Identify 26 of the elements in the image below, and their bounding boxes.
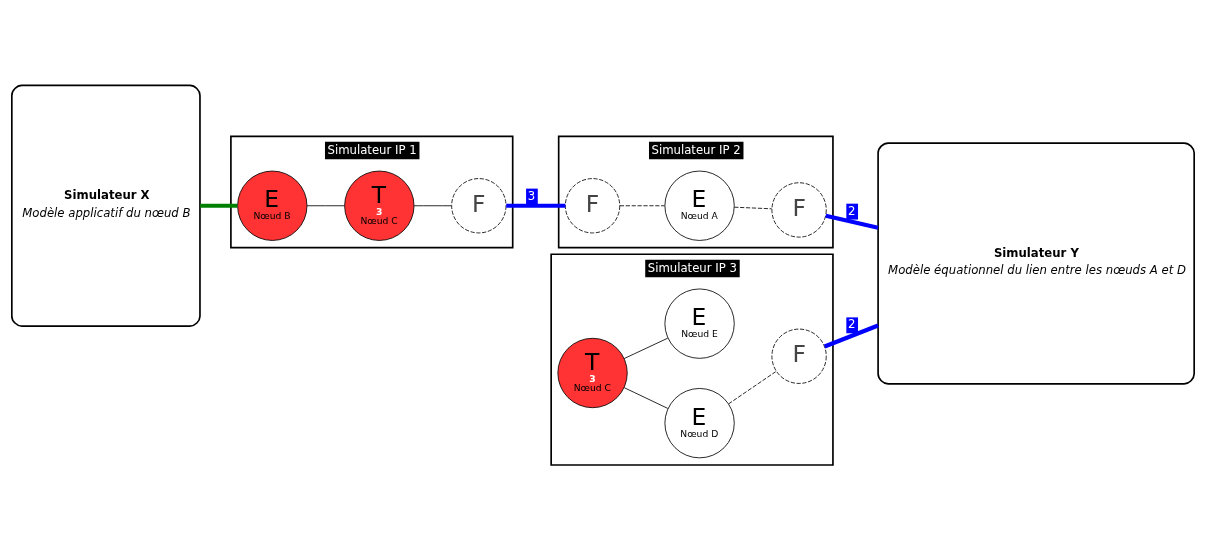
- connector: [623, 337, 669, 359]
- connector: [506, 203, 566, 208]
- node-circle: E Nœud B: [237, 170, 308, 241]
- node-circle: F: [771, 181, 827, 238]
- node-circle: E Nœud A: [664, 170, 735, 241]
- connector: [413, 204, 452, 206]
- edge-label: 3: [527, 188, 536, 203]
- node-circle: E Nœud D: [664, 387, 735, 458]
- node-box: Simulateur Y Modèle équationnel du lien entre les nœuds A et D: [877, 141, 1195, 385]
- connector: [200, 203, 238, 208]
- edge-label: 2: [848, 316, 856, 331]
- node-circle: E Nœud E: [664, 288, 735, 359]
- node-circle: T 3 Nœud C: [557, 337, 628, 408]
- node-circle: F: [771, 328, 827, 384]
- node-circle: F: [451, 177, 507, 233]
- connector: [306, 204, 345, 206]
- node-circle: F: [564, 177, 621, 233]
- node-circle: T 3 Nœud C: [344, 170, 415, 241]
- connector: [619, 204, 665, 206]
- connector: [623, 386, 669, 409]
- connector: [728, 370, 777, 404]
- connector: [733, 206, 773, 209]
- connector: [823, 323, 879, 348]
- connector: [825, 213, 879, 230]
- node-box: Simulateur X Modèle applicatif du nœud B: [11, 84, 201, 327]
- edge-label: 2: [848, 203, 856, 218]
